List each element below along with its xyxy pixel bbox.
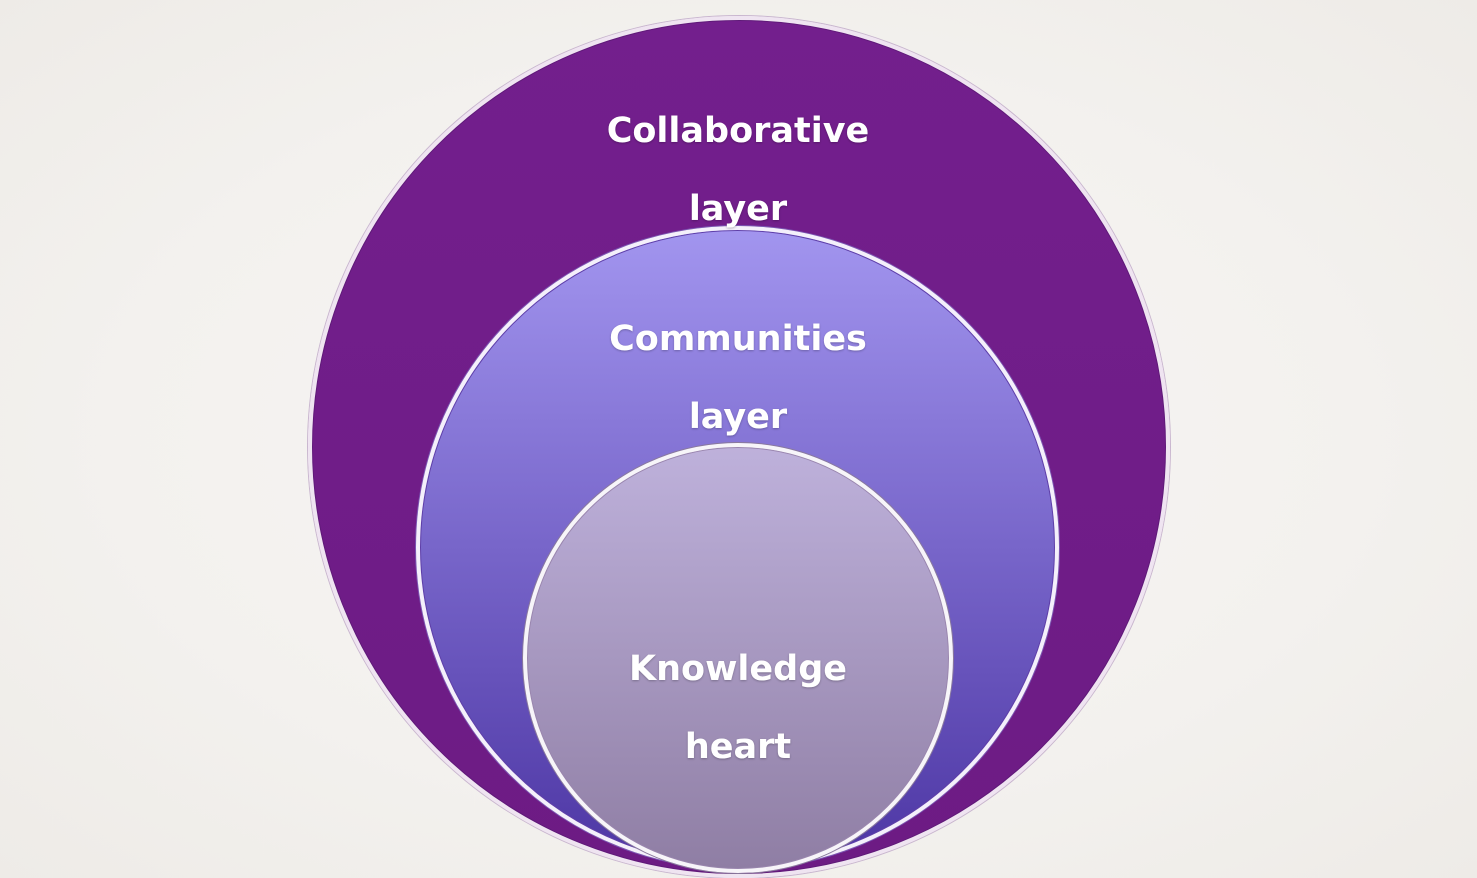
collaborative-layer-label-line1: Collaborative (606, 111, 870, 151)
collaborative-layer-label: Collaborative layer (538, 73, 938, 268)
knowledge-heart-label: Knowledge heart (538, 611, 938, 806)
communities-layer-label-line1: Communities (609, 319, 867, 359)
knowledge-heart-circle (523, 443, 953, 873)
communities-layer-label: Communities layer (538, 281, 938, 476)
communities-layer-label-line2: layer (688, 397, 788, 437)
knowledge-heart-label-line1: Knowledge (629, 649, 847, 689)
collaborative-layer-label-line2: layer (688, 189, 788, 229)
knowledge-heart-label-line2: heart (684, 727, 792, 767)
